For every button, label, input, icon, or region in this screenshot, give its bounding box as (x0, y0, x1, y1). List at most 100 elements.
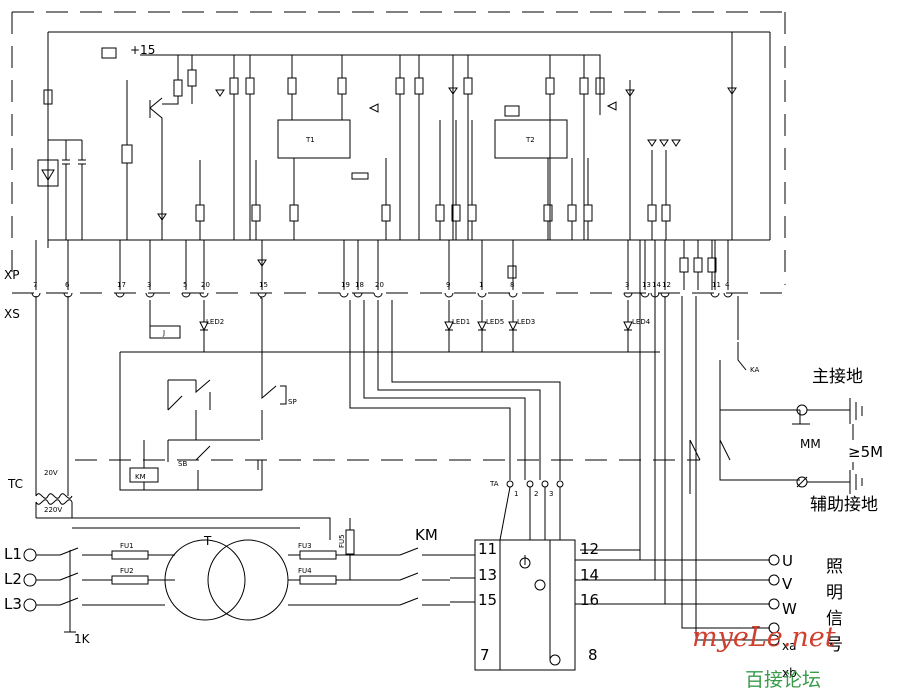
aux-ground-label: 辅助接地 (810, 495, 878, 515)
xs-label: XS (4, 307, 20, 321)
v-label: V (782, 575, 793, 593)
signal-char-3: 信 (826, 609, 843, 629)
connector-pin-label: 8 (510, 281, 514, 289)
plus15-label: +15 (130, 43, 155, 57)
ta-label: TA (489, 480, 499, 488)
connector-pin-wire (115, 240, 125, 298)
signal-char-2: 明 (826, 583, 843, 603)
upper-components (37, 32, 737, 290)
connector-pin-wire (723, 240, 733, 298)
connector-pin-label: 18 (355, 281, 364, 289)
connector-pin-label: 3 (625, 281, 629, 289)
led-4-label: LED4 (632, 318, 651, 326)
connector-pin-label: 19 (341, 281, 350, 289)
connector-pin-label: 13 (642, 281, 651, 289)
tc-20v-label: 20V (44, 469, 58, 477)
xb-label: xb (782, 666, 797, 680)
connector-pin-wire (623, 240, 633, 298)
km-label: KM (415, 526, 438, 544)
breaker-label: 1K (74, 632, 91, 646)
connector-pin-label: 7 (33, 281, 37, 289)
tb-left-13: 13 (478, 566, 497, 584)
distance-label: ≥5M (848, 443, 883, 461)
fu3-label: FU3 (298, 542, 312, 550)
sb-label: SB (178, 460, 187, 468)
control-contacts (35, 296, 331, 540)
fu5-label: FU5 (338, 534, 346, 548)
ground-monitor (689, 296, 863, 494)
l1-label: L1 (4, 545, 22, 563)
power-section (23, 518, 780, 646)
signal-char-1: 照 (826, 557, 843, 577)
fu4-label: FU4 (298, 567, 312, 575)
led-5-label: LED5 (486, 318, 504, 326)
xa-label: xa (782, 639, 796, 653)
tb-right-12: 12 (580, 540, 599, 558)
tb-right-16: 16 (580, 591, 599, 609)
diodes-upper (215, 32, 737, 290)
connector-pin-wire (339, 240, 349, 298)
switch-3: 3 (549, 490, 553, 498)
w-label: W (782, 600, 797, 618)
connector-pin-label: 14 (652, 281, 661, 289)
connector-pin-wire (710, 240, 720, 298)
connector-pin-wire (257, 240, 267, 298)
connector-pin-label: 20 (201, 281, 210, 289)
switch-1: 1 (514, 490, 518, 498)
power-rails (47, 31, 771, 248)
led-row (120, 300, 660, 353)
ic-t1-label: T1 (305, 136, 315, 144)
connector-pin-label: 17 (117, 281, 126, 289)
xp-label: XP (4, 268, 19, 282)
km-coil-label: KM (135, 473, 146, 481)
connector-pin-label: 20 (375, 281, 384, 289)
resistor-row-top (229, 55, 605, 240)
board-outline (11, 11, 786, 461)
connector-pin-wire (477, 240, 487, 298)
watermark-site: myeLe.net (692, 622, 836, 653)
ka-label: KA (750, 366, 759, 374)
tb-left-7: 7 (480, 646, 490, 664)
connector-pin-label: 11 (712, 281, 721, 289)
mm-label: MM (800, 437, 821, 451)
watermark: myeLe.net 百接论坛 (692, 622, 836, 691)
connector-pin-label: 3 (147, 281, 151, 289)
j-label: J (162, 329, 165, 337)
fu2-label: FU2 (120, 567, 134, 575)
connector-pin-wire (640, 240, 650, 298)
connector-pin-wire (199, 240, 209, 298)
led-1-label: LED1 (452, 318, 470, 326)
tb-left-11: 11 (478, 540, 497, 558)
tb-right-8: 8 (588, 646, 598, 664)
signal-char-4: 号 (826, 635, 843, 655)
sp-label: SP (288, 398, 297, 406)
tc-220v-label: 220V (44, 506, 62, 514)
tb-right-14: 14 (580, 566, 599, 584)
tb-left-15: 15 (478, 591, 497, 609)
labels: XP XS TC T KM KM J FU5 +15 L1 L2 L3 1K F… (4, 43, 883, 680)
u-label: U (782, 552, 793, 570)
led-3-label: LED3 (517, 318, 535, 326)
tc-label: TC (7, 477, 23, 491)
main-ground-label: 主接地 (812, 367, 863, 387)
led-2-label: LED2 (206, 318, 224, 326)
l2-label: L2 (4, 570, 22, 588)
connector-pin-label: 15 (259, 281, 268, 289)
connector-pin-label: 6 (65, 281, 70, 289)
connector-pin-wire (444, 240, 454, 298)
switch-2: 2 (534, 490, 538, 498)
resistor-row-bottom (195, 120, 671, 240)
connector-pin-wire (373, 240, 383, 298)
connector-pin-label: 4 (725, 281, 730, 289)
connector-pin-label: 5 (183, 281, 187, 289)
terminal-block (450, 240, 770, 671)
connector-pin-wire (353, 240, 363, 298)
connector-pin-label: 1 (479, 281, 483, 289)
ic-t2-label: T2 (525, 136, 535, 144)
connector-pin-wire (145, 240, 155, 298)
watermark-forum: 百接论坛 (745, 669, 821, 691)
connector-pin-label: 9 (446, 281, 450, 289)
signal-wires (260, 297, 564, 541)
